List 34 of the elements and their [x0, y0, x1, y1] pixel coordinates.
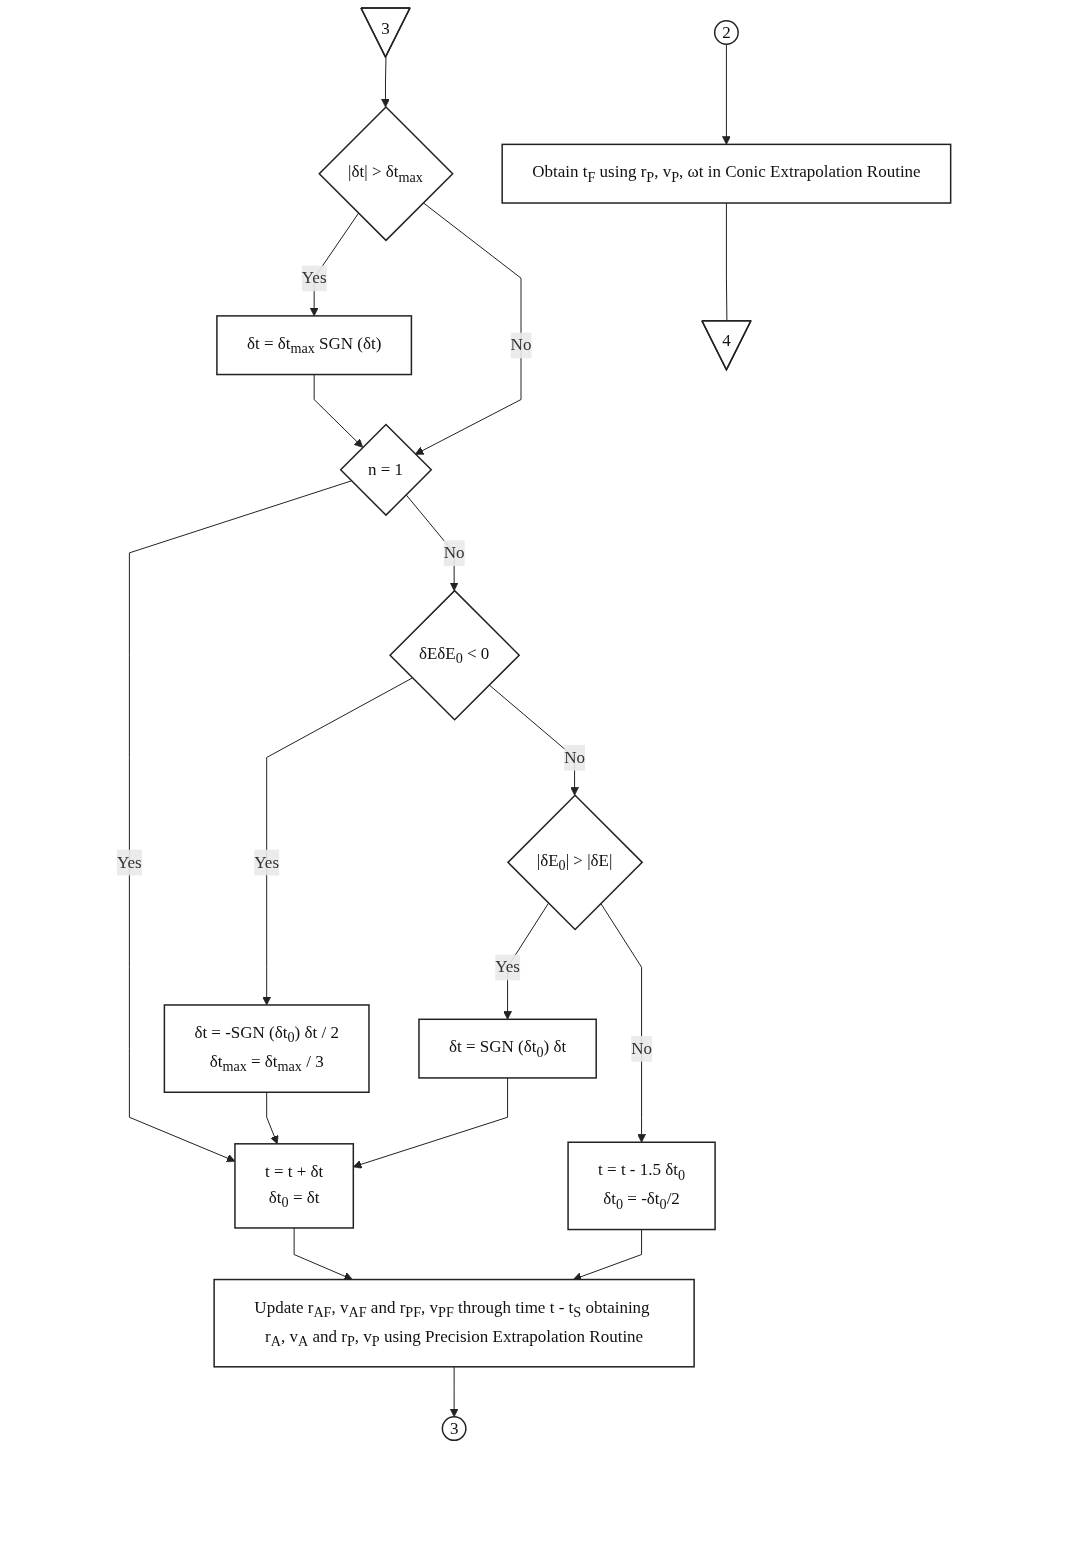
edge-label: No [510, 335, 532, 355]
node-box: δt = -SGN (δt$_{0}$) δt / 2 δt$_{max}$ = δt$_{max}$ / 3 [163, 1004, 370, 1093]
node-diamond: |δt| > δt$_{max}$ [317, 105, 454, 242]
arrow [265, 1091, 279, 1145]
edge-label: Yes [301, 268, 327, 288]
arrow [380, 57, 390, 108]
arrow [128, 480, 352, 1163]
node-box: δt = SGN (δt$_{0}$) δt [417, 1018, 597, 1079]
node-circle: 2 [713, 20, 739, 45]
node-box: t = t + δt δt$_{0}$ = δt [233, 1143, 354, 1229]
node-box: δt = δt$_{max}$ SGN (δt) [215, 315, 412, 376]
connector [725, 202, 728, 322]
node-circle: 3 [441, 1416, 467, 1442]
edge-label: No [563, 747, 585, 767]
arrow [599, 902, 646, 1143]
node-box: Obtain t$_{F}$ using r$_{P}$, v$_{P}$, ωt in Conic Extrapolation Routine [501, 143, 952, 204]
arrow [449, 1366, 459, 1418]
edge-label: Yes [116, 852, 142, 872]
edge-label: Yes [253, 852, 279, 872]
arrow [352, 1077, 508, 1169]
node-box: t = t - 1.5 δt$_{0}$ δt$_{0}$ = -δt$_{0}$/2 [567, 1141, 716, 1231]
node-box: Update r$_{AF}$, v$_{AF}$ and r$_{PF}$, v$_{PF}$ through time t - t$_{S}$ obtaining r$_{A}$, v$_{A}$ and r$_{P}$, v$_{P}$ using Precision Extrapolation Routine [213, 1278, 695, 1368]
edge-label: No [630, 1038, 652, 1058]
arrow [293, 1227, 353, 1281]
arrow [414, 202, 522, 455]
node-diamond: |δE$_{0}$| > |δE| [506, 794, 643, 931]
node-diamond: n = 1 [339, 423, 432, 517]
edge-label: No [443, 543, 465, 563]
arrow [261, 677, 413, 1006]
arrow [572, 1229, 642, 1281]
edge-label: Yes [494, 957, 520, 977]
arrow [313, 374, 363, 448]
node-diamond: δEδE$_{0}$ < 0 [388, 589, 520, 721]
arrow [721, 43, 731, 145]
